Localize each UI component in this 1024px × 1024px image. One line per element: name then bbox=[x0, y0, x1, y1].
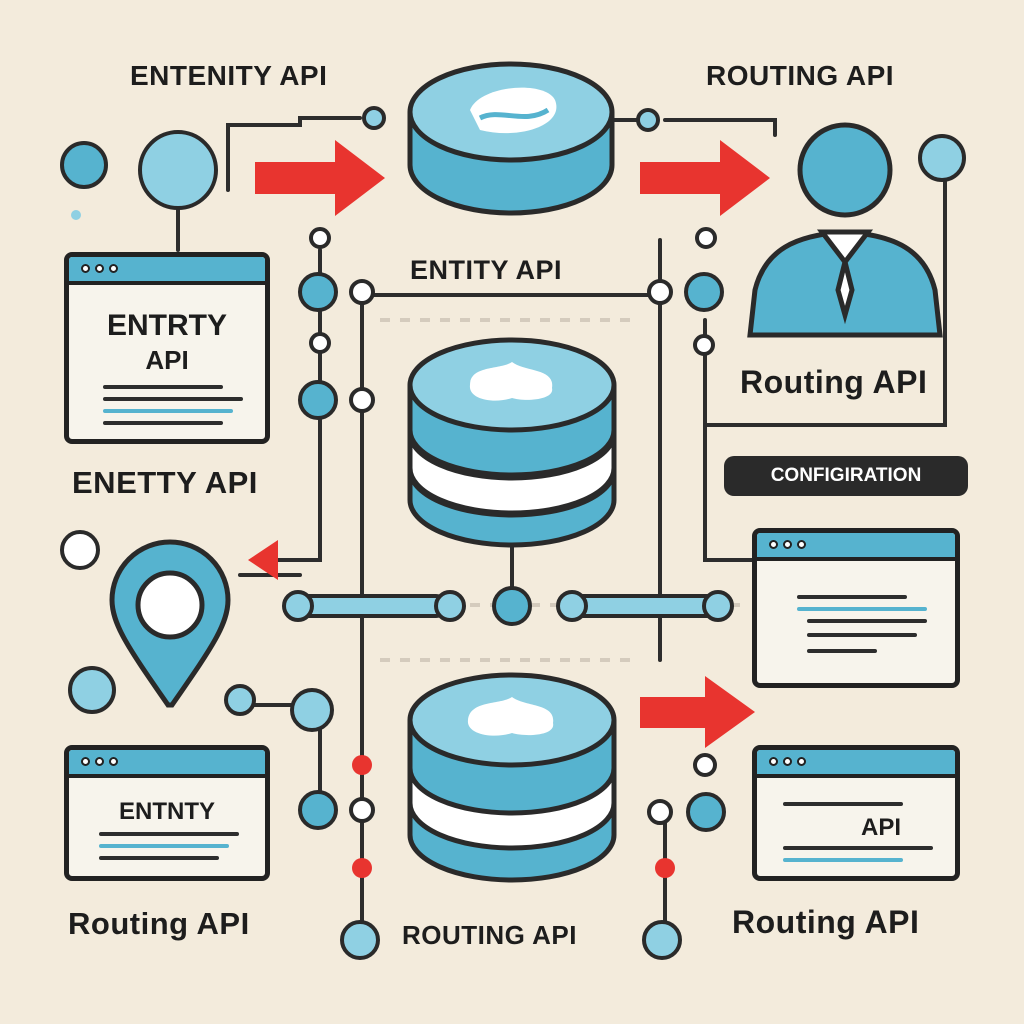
node-icon bbox=[352, 755, 372, 775]
node-icon bbox=[298, 380, 338, 420]
window-titlebar bbox=[757, 533, 955, 561]
database-icon bbox=[407, 61, 615, 216]
text-line bbox=[99, 844, 229, 848]
node-icon bbox=[349, 387, 375, 413]
node-icon bbox=[309, 227, 331, 249]
text-line bbox=[103, 421, 223, 425]
text-line bbox=[783, 802, 903, 806]
text-line bbox=[783, 858, 903, 862]
node-icon bbox=[340, 920, 380, 960]
user-icon bbox=[747, 122, 943, 338]
node-icon bbox=[693, 334, 715, 356]
node-icon bbox=[695, 227, 717, 249]
node-icon bbox=[655, 858, 675, 878]
window-dot bbox=[769, 757, 778, 766]
window-titlebar bbox=[69, 257, 265, 285]
node-icon bbox=[60, 530, 100, 570]
window-heading: ENTRTY bbox=[107, 309, 227, 342]
window-dot bbox=[783, 757, 792, 766]
node-icon bbox=[684, 272, 724, 312]
text-line bbox=[807, 633, 917, 637]
arrow-right-icon bbox=[255, 140, 385, 216]
window-dot bbox=[783, 540, 792, 549]
label-bottom-center: ROUTING API bbox=[402, 920, 577, 950]
window-dot bbox=[81, 757, 90, 766]
window-heading: ENTNTY bbox=[119, 798, 215, 825]
node-icon bbox=[686, 792, 726, 832]
node-icon bbox=[349, 797, 375, 823]
text-line bbox=[99, 832, 239, 836]
node-icon bbox=[492, 586, 532, 626]
window-dot bbox=[797, 757, 806, 766]
window-dot bbox=[769, 540, 778, 549]
arrow-left-icon bbox=[248, 540, 278, 580]
label-top-right: ROUTING API bbox=[706, 60, 895, 91]
text-line bbox=[797, 595, 907, 599]
node-icon bbox=[298, 790, 338, 830]
node-icon bbox=[290, 688, 334, 732]
node-icon bbox=[349, 279, 375, 305]
window-dot bbox=[109, 757, 118, 766]
text-line bbox=[807, 619, 927, 623]
label-right-mid: Routing API bbox=[740, 364, 928, 400]
label-top-left: ENTENITY API bbox=[130, 60, 328, 91]
configuration-badge: CONFIGIRATION bbox=[724, 456, 968, 496]
text-line bbox=[99, 856, 219, 860]
browser-window-icon: ENTRTY API bbox=[64, 252, 270, 444]
node-icon bbox=[693, 753, 717, 777]
window-dot bbox=[109, 264, 118, 273]
label-left-mid: ENETTY API bbox=[72, 465, 258, 500]
browser-window-icon bbox=[752, 528, 960, 688]
window-titlebar bbox=[757, 750, 955, 778]
window-dot bbox=[81, 264, 90, 273]
location-pin-icon bbox=[109, 539, 231, 708]
arrow-right-icon bbox=[640, 676, 755, 748]
window-dot bbox=[797, 540, 806, 549]
node-icon bbox=[352, 858, 372, 878]
node-icon bbox=[68, 666, 116, 714]
node-icon bbox=[647, 279, 673, 305]
window-titlebar bbox=[69, 750, 265, 778]
text-line bbox=[797, 607, 927, 611]
text-line bbox=[103, 385, 223, 389]
node-icon bbox=[918, 134, 966, 182]
window-dot bbox=[95, 264, 104, 273]
browser-window-icon: API bbox=[752, 745, 960, 881]
node-icon bbox=[138, 130, 218, 210]
database-icon bbox=[407, 337, 617, 548]
text-line bbox=[103, 409, 233, 413]
browser-window-icon: ENTNTY bbox=[64, 745, 270, 881]
connector-nodes bbox=[60, 106, 966, 960]
label-bottom-left: Routing API bbox=[68, 906, 250, 941]
window-dot bbox=[95, 757, 104, 766]
database-icon bbox=[407, 672, 617, 883]
node-icon bbox=[60, 141, 108, 189]
node-icon bbox=[309, 332, 331, 354]
window-heading: API bbox=[860, 814, 901, 841]
text-line bbox=[103, 397, 243, 401]
node-icon bbox=[224, 684, 256, 716]
node-icon bbox=[362, 106, 386, 130]
text-line bbox=[783, 846, 933, 850]
text-line bbox=[807, 649, 877, 653]
node-icon bbox=[298, 272, 338, 312]
window-subheading: API bbox=[145, 345, 189, 375]
node-icon bbox=[647, 799, 673, 825]
data-rail-right bbox=[556, 590, 734, 622]
label-bottom-right: Routing API bbox=[732, 904, 920, 940]
data-rail-left bbox=[282, 590, 466, 622]
node-icon bbox=[71, 210, 81, 220]
node-icon bbox=[636, 108, 660, 132]
arrow-right-icon bbox=[640, 140, 770, 216]
node-icon bbox=[642, 920, 682, 960]
label-center-top: ENTITY API bbox=[410, 255, 563, 285]
